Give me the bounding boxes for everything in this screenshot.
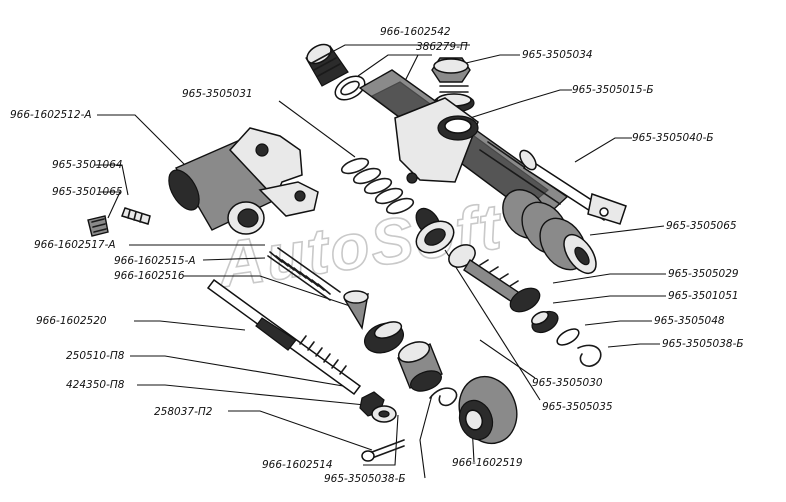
part-label: 965-3505030 [532,377,603,389]
threaded-rod [206,278,362,396]
long-bolt [519,149,627,225]
castle-nut [531,310,559,334]
part-label: 965-3505038-Б [662,338,744,350]
part-label: 966-1602512-А [10,109,92,121]
part-label: 258037-П2 [154,406,213,418]
main-cylinder-body [358,69,570,223]
part-label: 966-1602542 [380,26,451,38]
seat-cup-b [415,220,455,254]
lock-washer [371,405,397,423]
cone-seat [343,290,369,330]
part-label: 965-3505034 [522,49,593,61]
part-label: 966-1602516 [114,270,185,282]
grease-fitting-b [87,215,109,237]
grease-fitting-a [121,207,151,225]
part-label: 965-3505048 [654,315,725,327]
part-label: 966-1602515-А [114,255,196,267]
spring-small [267,247,341,301]
part-label: 965-3505065 [666,220,737,232]
rubber-boot [502,189,597,275]
part-label: 965-3505040-Б [632,132,714,144]
part-label: 965-3505031 [182,88,253,100]
snap-ring-b [577,344,602,367]
part-label: 965-3501065 [52,186,123,198]
leader-lines [95,44,666,479]
snap-ring-a [556,328,580,346]
part-label: 250510-П8 [66,350,125,362]
part-label: 965-3501051 [668,290,739,302]
part-label: 966-1602517-А [34,239,116,251]
pivot-housing [168,127,319,235]
part-label: 965-3505038-Б [324,473,406,485]
cotter-pin [361,439,405,462]
part-labels: 966-1602542 386279-П 965-3505034 965-350… [10,26,744,485]
dust-cap [458,375,518,445]
part-label: 966-1602514 [262,459,333,471]
part-label: 966-1602519 [452,457,523,469]
ball-socket [364,321,404,354]
bushing [397,341,443,392]
part-label: 965-3501064 [52,159,123,171]
part-label: 424350-П8 [66,379,125,391]
part-label: 965-3505029 [668,268,739,280]
spring-large [340,157,415,215]
cap-nut [305,43,349,87]
piston-rod [463,259,541,313]
part-label: 386279-П [416,41,468,53]
part-label: 965-3505035 [542,401,613,413]
part-label: 966-1602520 [36,315,107,327]
part-label: 965-3505015-Б [572,84,654,96]
retaining-clip [429,387,458,407]
